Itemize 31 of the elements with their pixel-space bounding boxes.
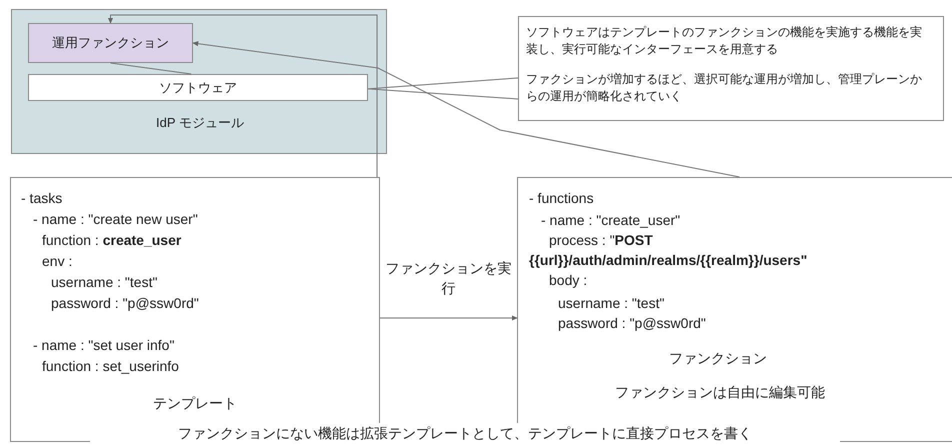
function-definition-box [517,177,952,442]
text-line: process : "POST {{url}}/auth/admin/realms/{{realm}}/users" [529,231,808,270]
caption-text: IdP モジュール [155,114,245,132]
text-line: - name : "set user info" [33,336,176,355]
text-line: - tasks [21,189,64,208]
module-box [11,9,387,154]
text-line: username : "test" [558,294,666,313]
text-line: body : [549,271,588,290]
text-line: password : "p@ssw0rd" [51,294,200,313]
text-line: function : create_user [42,231,182,250]
callout-box [518,16,944,121]
text-line: password : "p@ssw0rd" [558,314,707,333]
text-line: ソフトウェアはテンプレートのファンクションの機能を実施する機能を実装し、実行可能なインターフェースを用意する [526,24,923,58]
arrow [380,315,518,321]
text-line: username : "test" [51,273,158,292]
caption-text: ソフトウェア [158,79,238,97]
text-line: - name : "create new user" [33,210,199,229]
text-line: - name : "create_user" [541,211,682,230]
caption-text: 運用ファンクション [51,34,170,52]
arrow [108,14,378,178]
leader-line [368,77,518,100]
text-line: function : set_userinfo [42,357,180,376]
function-box [28,23,193,63]
text-line: - functions [529,189,595,208]
arrow [192,41,740,178]
text-line: env : [42,252,74,271]
caption-text: ファンクション [668,349,768,368]
text-line: ファクションが増加するほど、選択可能な運用が増加し、管理プレーンからの運用が簡略化されていく [526,71,923,105]
caption-text: テンプレート [152,394,238,413]
caption-text: ファンクションは自由に編集可能 [614,383,826,402]
software-box [28,74,368,101]
